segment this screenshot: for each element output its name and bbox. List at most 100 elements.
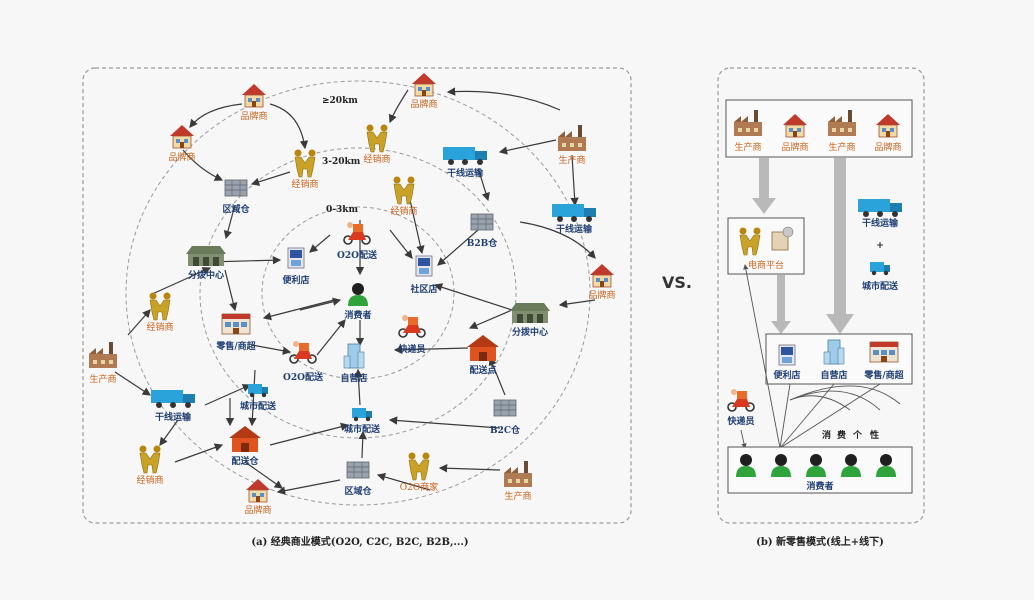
producer-label: 生产商 <box>558 154 585 166</box>
brand-label: 品牌商 <box>240 110 267 122</box>
dealer-icon <box>294 149 316 178</box>
o2o-delivery-label: O2O配送 <box>283 371 324 383</box>
scooter-icon <box>727 388 755 412</box>
ring-label-inner: 0-3km <box>326 205 358 215</box>
factory-icon <box>558 125 586 151</box>
trunk-label: 干线运输 <box>556 223 593 235</box>
platform-box <box>727 217 805 275</box>
dealer-label: 经销商 <box>390 205 417 217</box>
consumer-link-lines <box>740 264 901 449</box>
warehouse-icon <box>493 399 517 417</box>
warehouse-icon <box>224 179 248 197</box>
depot-icon <box>229 426 261 452</box>
small-truck-icon <box>248 384 268 398</box>
dealer-label: 经销商 <box>291 178 318 190</box>
city-delivery-label: 城市配送 <box>344 423 381 435</box>
ring-label-middle: 3-20km <box>322 157 361 167</box>
left-flow-arrows <box>114 87 596 495</box>
self-store-label: 自营店 <box>340 372 367 384</box>
right-panel-frame <box>717 67 925 524</box>
region-warehouse-label: 区域仓 <box>222 203 250 215</box>
vertical-text-char: 费 <box>837 429 846 441</box>
consumer-icon <box>348 283 368 306</box>
hub-icon <box>510 303 550 323</box>
dealer-label: 经销商 <box>363 153 390 165</box>
consumers-label: 消费者 <box>806 480 833 492</box>
retail-label: 零售/商超 <box>215 340 256 352</box>
vertical-text-char: 个 <box>852 429 863 441</box>
producer-label: 生产商 <box>828 141 855 153</box>
brand-label: 品牌商 <box>874 141 901 153</box>
brand-icon <box>411 72 437 97</box>
trunk-label: 干线运输 <box>155 411 192 423</box>
shop-icon <box>778 344 796 366</box>
vertical-text-char: 消 <box>822 429 831 441</box>
ring-label-outer: ≥20km <box>322 96 358 106</box>
city-delivery-label: 城市配送 <box>862 280 899 292</box>
dealer-icon <box>139 445 161 474</box>
producer-label: 生产商 <box>504 490 531 502</box>
brand-icon <box>589 263 615 288</box>
shop-icon <box>415 255 433 277</box>
plus-sign: + <box>876 241 884 251</box>
warehouse-icon <box>470 213 494 231</box>
platform-label: 电商平台 <box>748 259 784 271</box>
small-truck-icon <box>870 262 890 276</box>
dealer-icon <box>393 176 415 205</box>
truck-icon <box>552 204 596 222</box>
community-label: 社区店 <box>409 283 437 295</box>
sorting-center-label: 分拨中心 <box>512 326 548 338</box>
b2b-warehouse-label: B2B仓 <box>467 237 498 249</box>
brand-label: 品牌商 <box>588 289 615 301</box>
convenience-label: 便利店 <box>282 274 309 286</box>
delivery-point-label: 配送点 <box>469 364 496 376</box>
scooter-icon <box>289 340 317 364</box>
express-label: 快递员 <box>398 343 425 355</box>
depot-icon <box>467 335 499 361</box>
consumer-center-label: 消费者 <box>344 309 371 321</box>
big-flow-arrow <box>771 275 791 334</box>
dealer-label: 经销商 <box>146 321 173 333</box>
brand-icon <box>245 478 271 503</box>
trunk-label: 干线运输 <box>862 217 899 229</box>
dealer-label: 经销商 <box>136 474 163 486</box>
o2o-delivery-label: O2O配送 <box>337 249 378 261</box>
shop-icon <box>287 247 305 269</box>
vs-label: VS. <box>662 273 692 292</box>
retail-icon <box>221 313 251 335</box>
left-caption: (a) 经典商业模式(O2O, C2C, B2C, B2B,...) <box>251 535 468 548</box>
city-delivery-label: 城市配送 <box>240 400 277 412</box>
o2o-merchant-label: O2O商家 <box>400 481 438 493</box>
brand-label: 品牌商 <box>410 98 437 110</box>
b2c-warehouse-label: B2C仓 <box>490 424 521 436</box>
region-warehouse-label: 区域仓 <box>344 485 372 497</box>
dealer-icon <box>408 452 430 481</box>
delivery-warehouse-label: 配送仓 <box>231 455 259 467</box>
truck-icon <box>443 147 487 165</box>
retail-icon <box>869 341 899 363</box>
brand-icon <box>169 124 195 149</box>
store-label: 零售/商超 <box>863 369 904 381</box>
brand-icon <box>241 83 267 108</box>
package-icon <box>771 226 794 251</box>
brand-label: 品牌商 <box>781 141 808 153</box>
brand-label: 品牌商 <box>244 504 271 516</box>
dealer-icon <box>366 124 388 153</box>
factory-icon <box>504 461 532 487</box>
truck-icon <box>858 199 902 217</box>
ring-outer <box>125 80 591 506</box>
left-panel-frame <box>82 67 632 524</box>
trunk-label: 干线运输 <box>447 167 484 179</box>
producer-label: 生产商 <box>89 373 116 385</box>
scooter-icon <box>343 221 371 245</box>
store-label: 自营店 <box>820 369 847 381</box>
ring-middle <box>199 147 517 439</box>
vertical-text-char: 性 <box>870 429 879 441</box>
dealer-icon <box>149 292 171 321</box>
express-label: 快递员 <box>727 415 754 427</box>
hub-icon <box>186 246 226 266</box>
sorting-center-label: 分拨中心 <box>188 269 224 281</box>
big-flow-arrow <box>752 158 776 214</box>
truck-icon <box>151 390 195 408</box>
